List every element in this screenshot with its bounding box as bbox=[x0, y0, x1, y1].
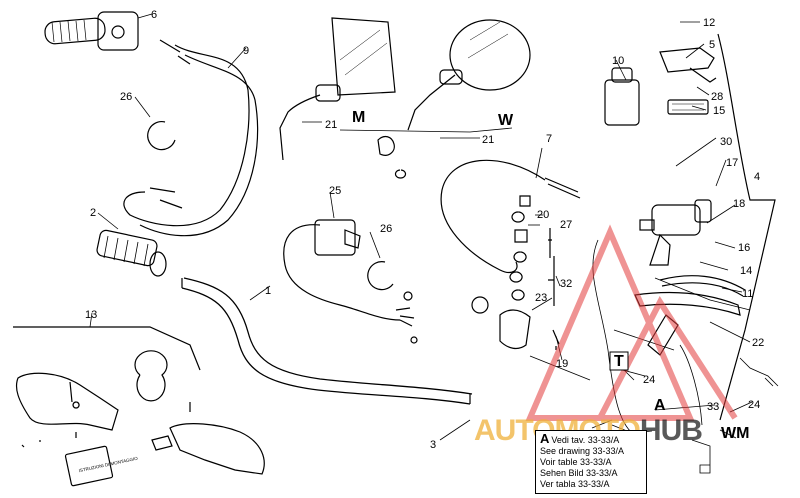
hand-guard-clamp bbox=[134, 350, 168, 402]
reference-line-3: Voir table 33-33/A bbox=[540, 457, 612, 467]
callout-33: 33 bbox=[707, 401, 719, 413]
callout-15: 15 bbox=[713, 105, 725, 117]
clutch-lever bbox=[634, 291, 741, 316]
throttle-grip bbox=[44, 11, 139, 51]
sight-glass bbox=[667, 99, 709, 115]
manual-booklet bbox=[64, 445, 114, 487]
circlip bbox=[147, 121, 176, 151]
variant-wm: WM bbox=[721, 425, 749, 442]
callout-27: 27 bbox=[560, 219, 572, 231]
hand-guard-right bbox=[151, 423, 265, 475]
variant-a: A bbox=[654, 397, 666, 414]
callout-7: 7 bbox=[546, 133, 552, 145]
callout-20: 20 bbox=[537, 209, 549, 221]
callout-10: 10 bbox=[612, 55, 624, 67]
callout-26b: 26 bbox=[380, 223, 392, 235]
callout-28: 28 bbox=[711, 91, 723, 103]
variant-m: M bbox=[352, 109, 365, 126]
lever-bracket bbox=[659, 47, 717, 83]
callout-1: 1 bbox=[265, 285, 271, 297]
callout-22: 22 bbox=[752, 337, 764, 349]
callout-13: 13 bbox=[85, 309, 97, 321]
throttle-cable bbox=[123, 44, 250, 227]
callout-14: 14 bbox=[740, 265, 752, 277]
callout-30: 30 bbox=[720, 136, 732, 148]
handlebar bbox=[181, 287, 471, 405]
left-grip bbox=[96, 229, 167, 277]
callout-19: 19 bbox=[556, 358, 568, 370]
watermark-triangle bbox=[525, 224, 738, 421]
reference-line-1: Vedi tav. 33-33/A bbox=[551, 435, 620, 445]
mirror-m bbox=[279, 17, 396, 161]
reference-line-2: See drawing 33-33/A bbox=[540, 446, 625, 456]
callout-23: 23 bbox=[535, 292, 547, 304]
callout-17: 17 bbox=[726, 157, 738, 169]
callout-9: 9 bbox=[243, 45, 249, 57]
callout-3: 3 bbox=[430, 439, 436, 451]
callout-16: 16 bbox=[738, 242, 750, 254]
variant-w: W bbox=[498, 112, 514, 129]
callout-18: 18 bbox=[733, 198, 745, 210]
reference-tag: A bbox=[540, 431, 550, 446]
callout-24b: 24 bbox=[748, 399, 760, 411]
reference-line-5: Ver tabla 33-33/A bbox=[540, 479, 610, 489]
callout-12: 12 bbox=[703, 17, 715, 29]
callout-6: 6 bbox=[151, 9, 157, 21]
hand-guard-left bbox=[15, 372, 119, 431]
fluid-bottle bbox=[604, 67, 640, 126]
callout-4: 4 bbox=[754, 171, 760, 183]
callout-21-m: 21 bbox=[325, 119, 337, 131]
callout-21-w: 21 bbox=[482, 134, 494, 146]
callout-26: 26 bbox=[120, 91, 132, 103]
switch-unit bbox=[283, 219, 418, 344]
circlip bbox=[367, 261, 394, 291]
callout-11: 11 bbox=[742, 288, 753, 300]
clutch-cable bbox=[440, 159, 546, 274]
callout-32: 32 bbox=[560, 278, 572, 290]
callout-25: 25 bbox=[329, 185, 341, 197]
callout-24: 24 bbox=[643, 374, 655, 386]
brake-master-cylinder bbox=[639, 199, 712, 266]
variant-t: T bbox=[614, 353, 624, 370]
mirror-w bbox=[377, 19, 531, 179]
callout-2: 2 bbox=[90, 207, 96, 219]
callout-5: 5 bbox=[709, 39, 715, 51]
reference-line-4: Sehen Bild 33-33/A bbox=[540, 468, 618, 478]
watermark-part2: HUB bbox=[639, 414, 703, 447]
